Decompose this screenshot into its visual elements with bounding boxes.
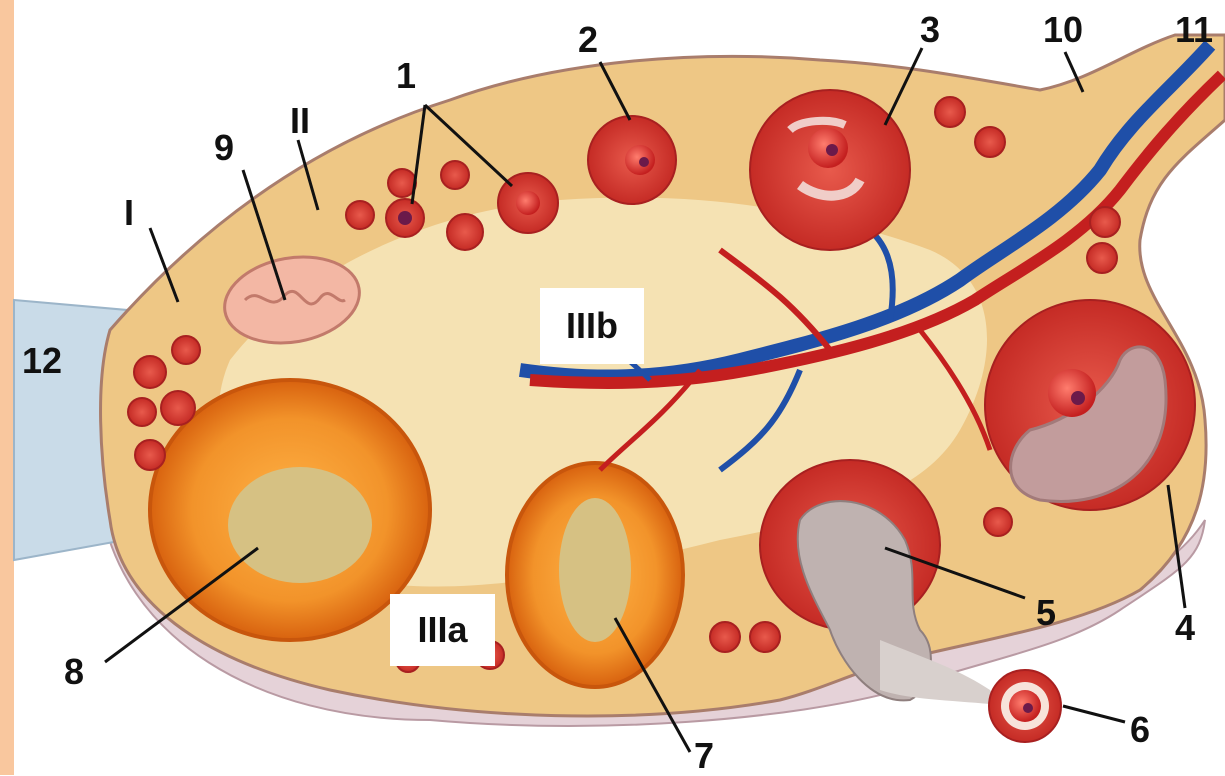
zone-label-medulla-b: IIIb: [540, 288, 644, 364]
label-1: 1: [396, 58, 416, 94]
label-12: 12: [22, 343, 62, 379]
released-oocyte: [989, 670, 1061, 742]
label-5: 5: [1036, 595, 1056, 631]
secondary-follicle: [588, 116, 676, 204]
graafian-follicle: [985, 300, 1195, 510]
label-10: 10: [1043, 12, 1083, 48]
label-6: 6: [1130, 712, 1150, 748]
label-roman-1: I: [124, 195, 134, 231]
label-4: 4: [1175, 610, 1195, 646]
label-3: 3: [920, 12, 940, 48]
label-9: 9: [214, 130, 234, 166]
label-7: 7: [694, 738, 714, 774]
corpus-luteum-small: [507, 463, 683, 687]
label-8: 8: [64, 654, 84, 690]
label-11: 11: [1175, 12, 1213, 48]
label-2: 2: [578, 22, 598, 58]
zone-label-medulla-a: IIIa: [390, 594, 495, 666]
label-roman-2: II: [290, 103, 310, 139]
tertiary-follicle: [750, 90, 910, 250]
